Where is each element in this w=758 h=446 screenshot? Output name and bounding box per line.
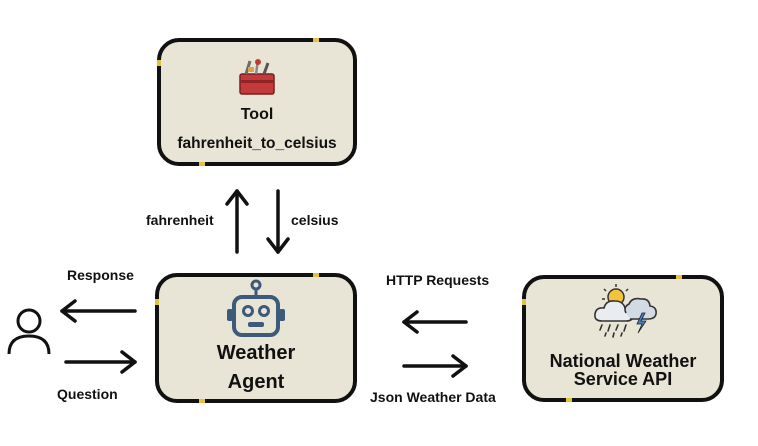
tool-function-name: fahrenheit_to_celsius [177, 135, 337, 152]
arrow-question-right [64, 350, 137, 374]
robot-icon [227, 279, 285, 337]
api-title-line1: National Weather [549, 351, 697, 371]
tool-title: Tool [240, 106, 274, 123]
arrow-celsius-down [266, 189, 290, 254]
tool-box: Tool fahrenheit_to_celsius [157, 38, 357, 166]
arrow-response-left [60, 299, 137, 323]
label-json-weather-data: Json Weather Data [370, 389, 496, 405]
agent-title-line1: Weather [216, 342, 296, 364]
label-celsius: celsius [291, 212, 339, 228]
agent-title-line2: Agent [227, 371, 285, 393]
label-http-requests: HTTP Requests [386, 272, 490, 288]
label-question: Question [57, 386, 118, 402]
arrow-json-data-right [402, 354, 468, 378]
api-box: National Weather Service API [522, 275, 724, 402]
label-fahrenheit: fahrenheit [146, 212, 214, 228]
weather-storm-icon [594, 284, 657, 338]
weather-agent-box: Weather Agent [155, 273, 357, 403]
toolbox-icon [239, 59, 275, 95]
arrow-fahrenheit-up [225, 189, 249, 254]
label-response: Response [67, 267, 134, 283]
arrow-http-requests-left [402, 310, 468, 334]
api-title-line2: Service API [573, 369, 673, 389]
user-icon [7, 308, 51, 355]
